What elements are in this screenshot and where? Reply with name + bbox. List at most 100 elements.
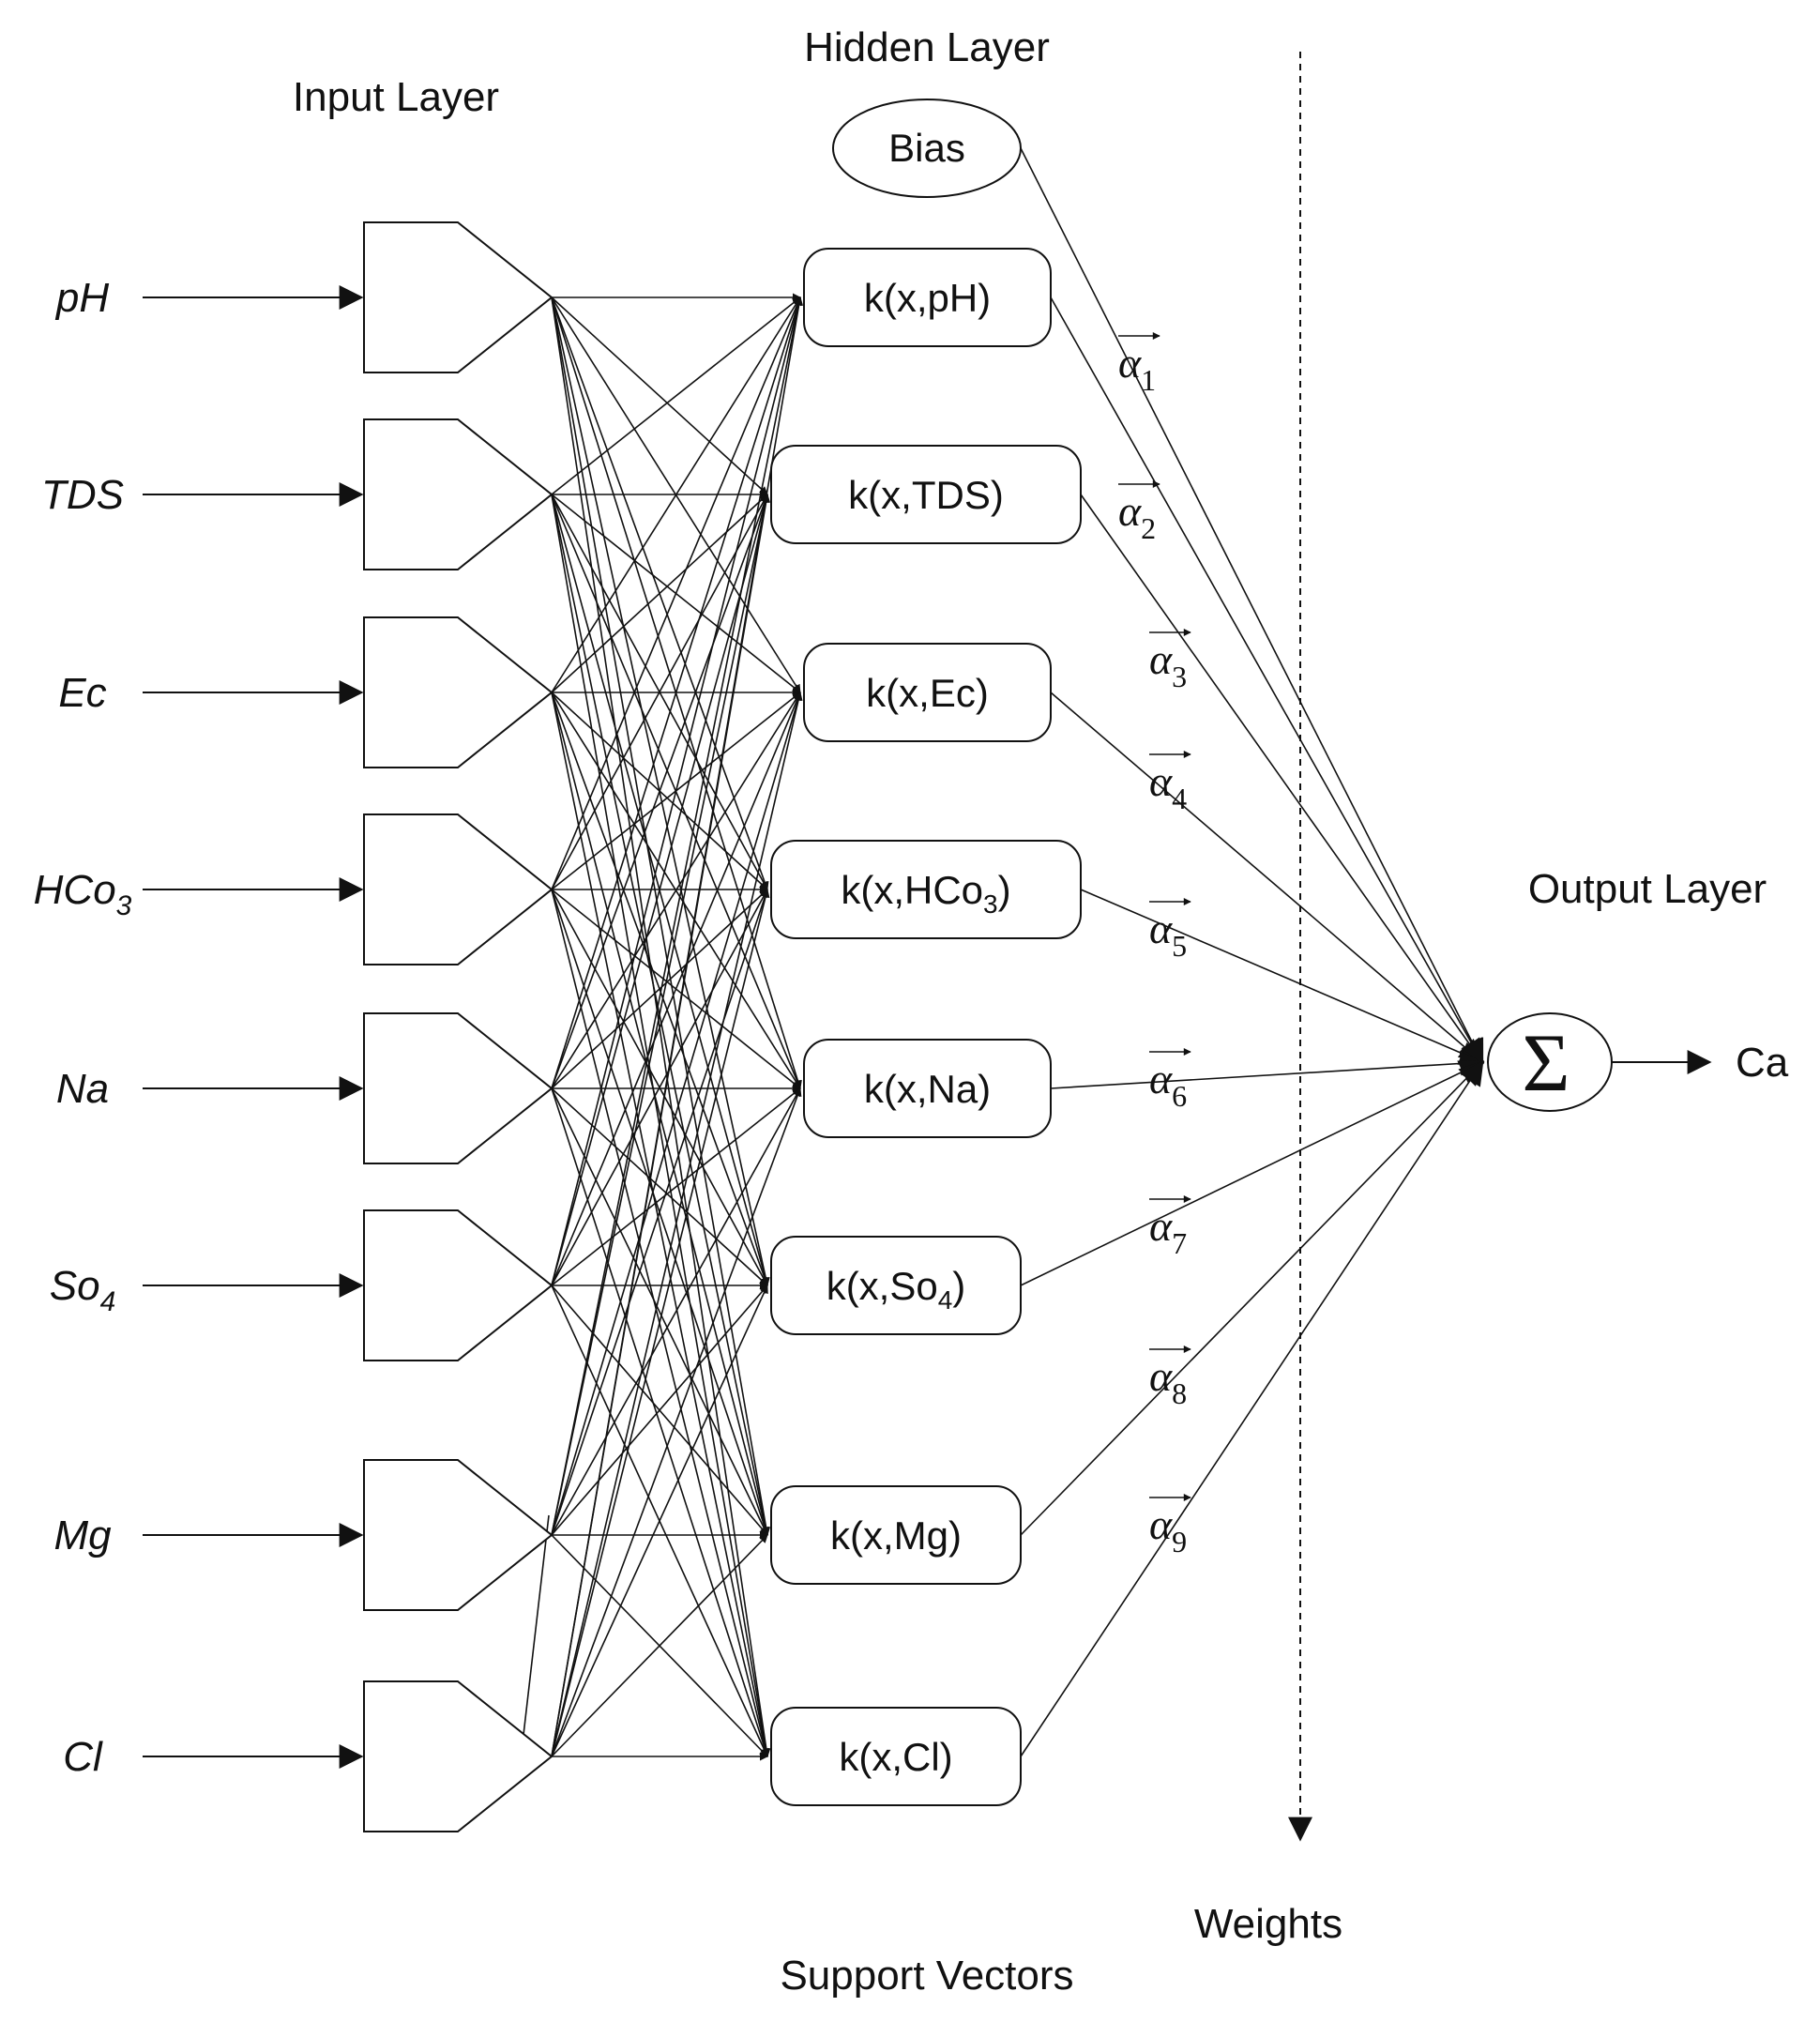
input-label: Na	[56, 1066, 109, 1112]
weight-label: α9	[1149, 1494, 1191, 1558]
kernel-row: k(x,Cl)	[770, 1059, 1484, 1806]
weight-symbol: α3	[1149, 635, 1187, 693]
input-label: Cl	[63, 1734, 103, 1780]
connection-line	[551, 494, 768, 890]
connection-line	[551, 494, 771, 1757]
connection-line	[551, 1534, 768, 1757]
connection-line	[551, 1087, 768, 1286]
weight-symbol: α8	[1149, 1352, 1187, 1410]
connection-line	[551, 296, 801, 495]
weight-label: α4	[1149, 751, 1191, 815]
input-label: So4	[50, 1263, 116, 1317]
kernel-row: k(x,Mg)	[770, 1060, 1484, 1585]
connection-line	[551, 296, 802, 1089]
input-layer-title: Input Layer	[293, 74, 499, 120]
kernel-label: k(x,Na)	[864, 1067, 991, 1111]
kernel-label: k(x,So4)	[827, 1264, 966, 1315]
bias-label: Bias	[888, 126, 965, 170]
kernel-label: k(x,TDS)	[848, 473, 1004, 517]
weight-label: α7	[1149, 1195, 1191, 1260]
connection-line	[551, 692, 803, 1536]
weight-label: α2	[1118, 480, 1160, 545]
connection-line	[551, 889, 768, 1089]
input-node	[363, 221, 554, 373]
input-node	[363, 616, 554, 768]
kernel-output-line	[1020, 1060, 1484, 1536]
input-row: Cl	[63, 1680, 554, 1832]
output-label: Ca	[1736, 1040, 1789, 1086]
kernel-row: k(x,Ec)	[803, 643, 1484, 1064]
kernel-output-line	[1080, 889, 1485, 1065]
input-row: pH	[54, 221, 554, 373]
weight-symbol: α4	[1149, 757, 1187, 815]
input-label: HCo3	[34, 867, 132, 921]
input-to-kernel-connections	[520, 293, 804, 1761]
connection-line	[551, 296, 802, 890]
input-node	[363, 1012, 554, 1164]
weights-label: Weights	[1194, 1901, 1342, 1947]
weight-label: α8	[1149, 1345, 1191, 1410]
connection-line	[551, 692, 802, 1286]
connection-line	[551, 1087, 801, 1286]
input-row: So4	[50, 1209, 554, 1361]
connection-line	[551, 494, 769, 1089]
weight-label: α6	[1149, 1048, 1191, 1113]
kernel-label: k(x,HCo3)	[841, 868, 1010, 919]
kernel-row: k(x,So4)	[770, 1060, 1485, 1335]
input-node	[363, 418, 554, 570]
connection-line	[551, 692, 770, 1536]
weight-label: α5	[1149, 898, 1191, 963]
kernel-row: k(x,HCo3)	[770, 840, 1485, 1065]
connection-line	[551, 494, 770, 1536]
connection-line	[551, 494, 770, 1286]
bias-output-line	[1020, 147, 1484, 1065]
sum-symbol: Σ	[1522, 1018, 1570, 1109]
connection-line	[551, 296, 768, 495]
connection-line	[551, 1285, 768, 1757]
weight-label: α1	[1118, 332, 1160, 397]
input-label: Mg	[53, 1513, 112, 1558]
kernel-output-line	[1020, 1059, 1484, 1757]
connection-line	[551, 1285, 768, 1536]
input-label: pH	[54, 275, 109, 321]
connection-line	[551, 692, 801, 1089]
kernel-output-line	[1050, 296, 1484, 1065]
kernel-label: k(x,pH)	[864, 276, 991, 320]
weight-symbol: α6	[1149, 1055, 1187, 1113]
weight-label: α3	[1149, 629, 1191, 693]
input-node	[363, 813, 554, 965]
input-row: Na	[56, 1012, 554, 1164]
connection-line	[551, 296, 801, 693]
kernel-row: k(x,pH)	[803, 248, 1484, 1065]
input-label: TDS	[41, 472, 124, 518]
weight-symbol: α7	[1149, 1202, 1187, 1260]
connection-line	[551, 692, 770, 1757]
kernel-output-line	[1020, 1060, 1485, 1286]
hidden-layer: k(x,pH)k(x,TDS)k(x,Ec)k(x,HCo3)k(x,Na)k(…	[770, 147, 1485, 1806]
connection-line	[520, 1514, 550, 1760]
output-layer-title: Output Layer	[1528, 866, 1767, 912]
input-node	[363, 1209, 554, 1361]
support-vectors-label: Support Vectors	[780, 1953, 1073, 1999]
kernel-output-line	[1080, 494, 1484, 1065]
weight-symbol: α1	[1118, 339, 1156, 397]
connection-line	[551, 1087, 769, 1757]
kernel-label: k(x,Mg)	[830, 1513, 962, 1558]
kernel-output-line	[1050, 692, 1484, 1064]
connection-line	[551, 296, 803, 1286]
connection-line	[551, 296, 803, 1536]
input-row: Mg	[53, 1459, 554, 1611]
weight-symbol: α2	[1118, 487, 1156, 545]
kernel-row: k(x,Na)	[803, 1039, 1485, 1138]
weight-layer: α1 α2 α3 α4 α5 α6 α7 α8 α9	[1118, 332, 1191, 1558]
connection-line	[551, 494, 768, 693]
connection-line	[551, 889, 768, 1286]
connection-line	[551, 1087, 802, 1757]
connection-line	[551, 889, 769, 1536]
input-row: TDS	[41, 418, 554, 570]
connection-line	[551, 1087, 768, 1536]
weight-symbol: α9	[1149, 1500, 1187, 1558]
input-node	[363, 1459, 554, 1611]
